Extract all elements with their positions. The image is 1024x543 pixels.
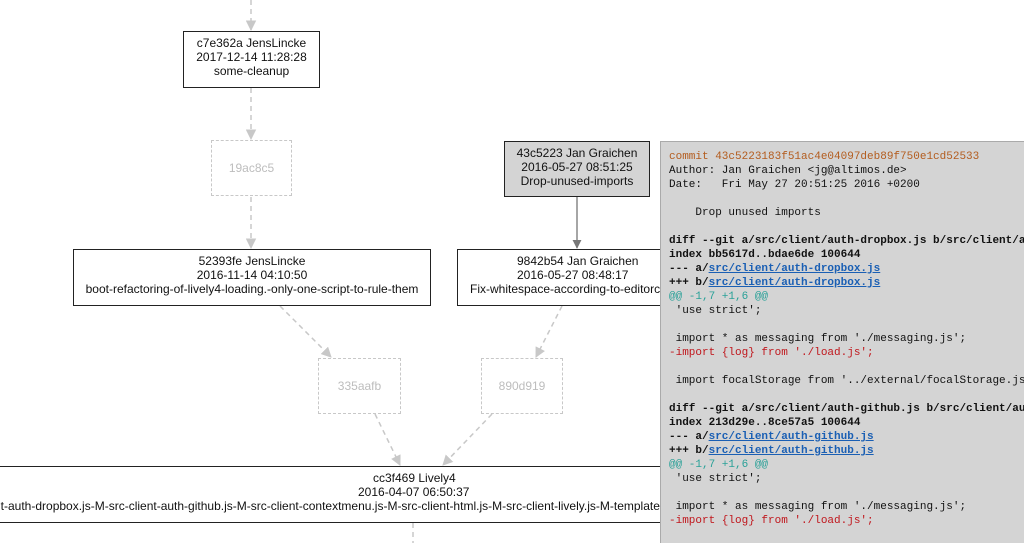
commit-message: some-cleanup bbox=[213, 64, 290, 78]
commit-diff-panel[interactable]: commit 43c5223183f51ac4e04097deb89f750e1… bbox=[660, 141, 1024, 543]
commit-node-c7e362a[interactable]: c7e362a JensLincke 2017-12-14 11:28:28 s… bbox=[183, 31, 320, 88]
commit-node-43c5223[interactable]: 43c5223 Jan Graichen 2016-05-27 08:51:25… bbox=[504, 141, 650, 197]
commit-date: 2016-04-07 06:50:37 bbox=[358, 485, 470, 499]
commit-date: 2016-05-27 08:48:17 bbox=[517, 268, 629, 282]
diff-line: 'use strict'; bbox=[669, 305, 762, 317]
diff-line: Date: Fri May 27 20:51:25 2016 +0200 bbox=[669, 179, 920, 191]
ghost-commit-19ac8c5[interactable]: 19ac8c5 bbox=[211, 140, 292, 196]
commit-header: 43c5223 Jan Graichen bbox=[516, 146, 638, 160]
diff-blank-line bbox=[669, 318, 1024, 332]
edge-9842b54-890d919 bbox=[535, 305, 563, 358]
diff-file-link[interactable]: src/client/auth-dropbox.js bbox=[708, 277, 881, 289]
diff-line: Drop unused imports bbox=[669, 207, 821, 219]
commit-message: Drop-unused-imports bbox=[520, 174, 634, 188]
ghost-commit-label: 335aafb bbox=[337, 379, 382, 393]
commit-date: 2016-05-27 08:51:25 bbox=[521, 160, 633, 174]
diff-line: import * as messaging from './messaging.… bbox=[669, 501, 967, 513]
diff-blank-line bbox=[669, 388, 1024, 402]
diff-line: import * as messaging from './messaging.… bbox=[669, 333, 967, 345]
diff-file-prefix: +++ b/ bbox=[669, 277, 709, 289]
diff-file-header: --- a/src/client/auth-dropbox.js bbox=[669, 262, 1024, 276]
edge-52393fe-335aafb bbox=[279, 305, 332, 358]
diff-line: import focalStorage from '../external/fo… bbox=[669, 375, 1024, 387]
diff-deleted-line: -import {log} from './load.js'; bbox=[669, 515, 874, 527]
diff-blank-line bbox=[669, 360, 1024, 374]
commit-header: 9842b54 Jan Graichen bbox=[517, 254, 639, 268]
ghost-commit-335aafb[interactable]: 335aafb bbox=[318, 358, 401, 414]
commit-message: boot-refactoring-of-lively4-loading.-onl… bbox=[85, 282, 419, 296]
diff-hunk-header: @@ -1,7 +1,6 @@ bbox=[669, 459, 769, 471]
diff-file-prefix: --- a/ bbox=[669, 263, 709, 275]
commit-header: 52393fe JensLincke bbox=[198, 254, 306, 268]
edge-890d919-cc3f469 bbox=[442, 413, 493, 466]
diff-file-link[interactable]: src/client/auth-github.js bbox=[708, 431, 874, 443]
ghost-commit-label: 19ac8c5 bbox=[228, 161, 275, 175]
diff-meta-line: diff --git a/src/client/auth-github.js b… bbox=[669, 403, 1024, 415]
commit-date: 2017-12-14 11:28:28 bbox=[196, 50, 307, 64]
diff-file-header: --- a/src/client/auth-github.js bbox=[669, 430, 1024, 444]
commit-message: M-src-client-auth-dropbox.js-M-src-clien… bbox=[0, 499, 670, 513]
diff-commit-hash: commit 43c5223183f51ac4e04097deb89f750e1… bbox=[669, 151, 980, 163]
diff-blank-line bbox=[669, 528, 1024, 542]
diff-blank-line bbox=[669, 220, 1024, 234]
commit-message: Fix-whitespace-according-to-editorconfig bbox=[470, 282, 687, 296]
commit-header: c7e362a JensLincke bbox=[196, 36, 307, 50]
diff-hunk-header: @@ -1,7 +1,6 @@ bbox=[669, 291, 769, 303]
ghost-commit-890d919[interactable]: 890d919 bbox=[481, 358, 563, 414]
commit-date: 2016-11-14 04:10:50 bbox=[196, 268, 308, 282]
commit-node-9842b54[interactable]: 9842b54 Jan Graichen 2016-05-27 08:48:17… bbox=[457, 249, 697, 306]
diff-file-header: +++ b/src/client/auth-github.js bbox=[669, 444, 1024, 458]
edge-335aafb-cc3f469 bbox=[374, 413, 401, 466]
diff-file-prefix: --- a/ bbox=[669, 431, 709, 443]
diff-file-link[interactable]: src/client/auth-github.js bbox=[708, 445, 874, 457]
ghost-commit-label: 890d919 bbox=[498, 379, 546, 393]
diff-file-header: +++ b/src/client/auth-dropbox.js bbox=[669, 276, 1024, 290]
diff-deleted-line: -import {log} from './load.js'; bbox=[669, 347, 874, 359]
diff-blank-line bbox=[669, 192, 1024, 206]
commit-header: cc3f469 Lively4 bbox=[373, 471, 456, 485]
diff-meta-line: diff --git a/src/client/auth-dropbox.js … bbox=[669, 235, 1024, 247]
commit-node-cc3f469[interactable]: cc3f469 Lively4 2016-04-07 06:50:37 M-sr… bbox=[0, 466, 680, 523]
commit-node-52393fe[interactable]: 52393fe JensLincke 2016-11-14 04:10:50 b… bbox=[73, 249, 431, 306]
diff-lines: commit 43c5223183f51ac4e04097deb89f750e1… bbox=[669, 150, 1024, 543]
diff-line: Author: Jan Graichen <jg@altimos.de> bbox=[669, 165, 907, 177]
diff-meta-line: index bb5617d..bdae6de 100644 bbox=[669, 249, 861, 261]
diff-blank-line bbox=[669, 486, 1024, 500]
diff-line: 'use strict'; bbox=[669, 473, 762, 485]
diff-file-prefix: +++ b/ bbox=[669, 445, 709, 457]
diff-file-link[interactable]: src/client/auth-dropbox.js bbox=[708, 263, 881, 275]
diff-meta-line: index 213d29e..8ce57a5 100644 bbox=[669, 417, 861, 429]
